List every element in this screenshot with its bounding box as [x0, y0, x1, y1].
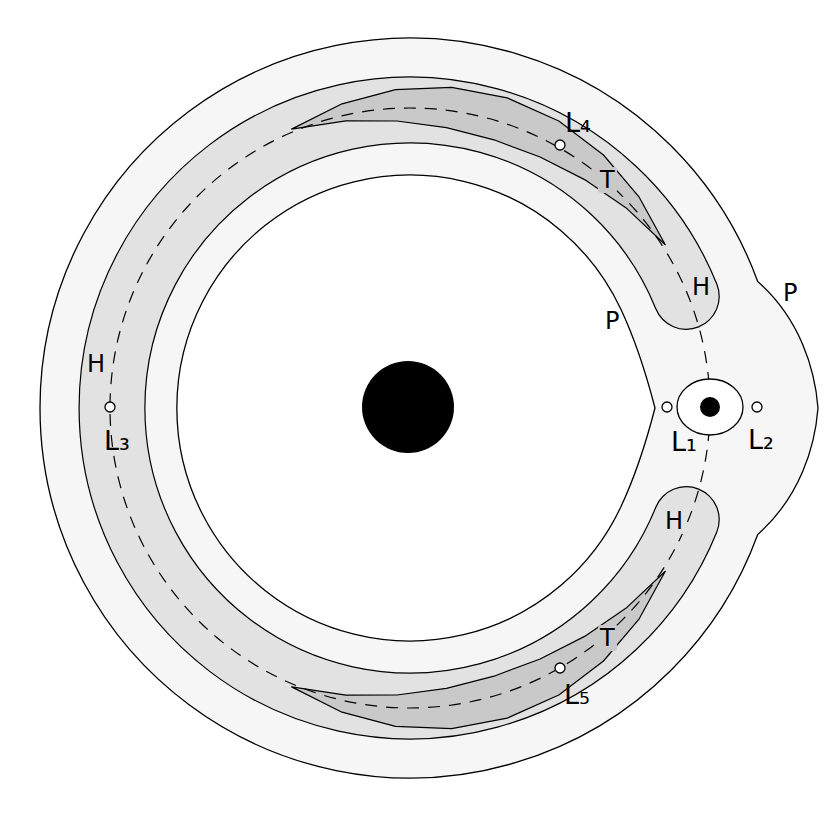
orbit-label: P [781, 280, 799, 306]
horseshoe-region [112, 110, 686, 706]
point-label: L₂ [746, 425, 776, 454]
orbit-label: H [690, 274, 712, 300]
point-label: L₁ [669, 427, 699, 456]
point-label: L₄ [563, 108, 593, 137]
orbit-label: T [598, 167, 617, 193]
star [362, 361, 454, 453]
orbit-label: P [603, 308, 621, 334]
point-label: L₅ [562, 680, 592, 709]
point-label: L₃ [102, 426, 132, 455]
lagrange-point [662, 402, 672, 412]
planet [700, 397, 720, 417]
orbit-label: T [598, 625, 617, 651]
passing-region [40, 38, 818, 778]
horseshoe-outline [112, 110, 686, 706]
orbit-label: H [663, 508, 685, 534]
orbit-label: H [85, 351, 107, 377]
inner-region [177, 175, 655, 641]
lagrange-point [105, 402, 115, 412]
lagrange-point [555, 140, 565, 150]
lagrange-point [752, 402, 762, 412]
dashed-orbit [110, 108, 710, 708]
lagrange-point [555, 663, 565, 673]
